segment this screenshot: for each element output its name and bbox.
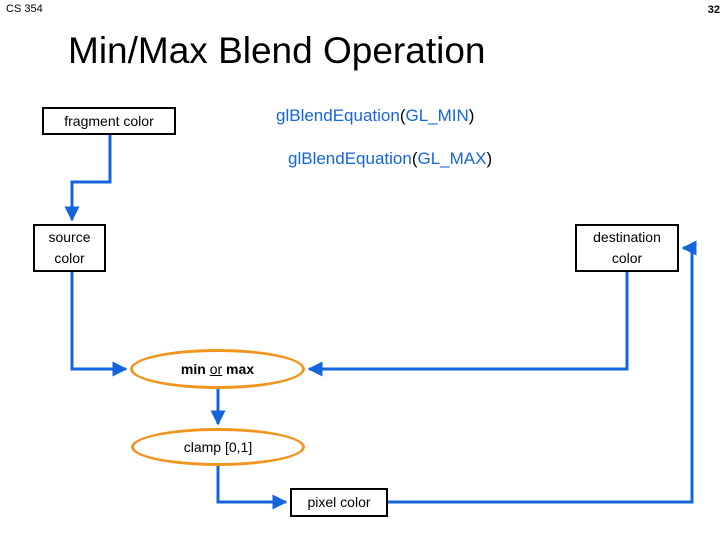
arrow-pixel-to-destination bbox=[388, 240, 697, 504]
code-line-min: glBlendEquation(GL_MIN) bbox=[276, 106, 474, 126]
op-max: max bbox=[226, 361, 255, 377]
code-line-max: glBlendEquation(GL_MAX) bbox=[288, 149, 492, 169]
course-label: CS 354 bbox=[6, 3, 43, 15]
code-open-paren: ( bbox=[399, 106, 406, 125]
pixel-color-box: pixel color bbox=[290, 488, 388, 517]
arrow-source-to-op bbox=[70, 272, 128, 377]
code-close-paren: ) bbox=[486, 149, 493, 168]
source-label-line1: source bbox=[48, 229, 91, 245]
clamp-node: clamp [0,1] bbox=[131, 428, 305, 466]
destination-label-line2: color bbox=[611, 250, 643, 266]
fragment-color-label: fragment color bbox=[64, 112, 154, 129]
op-or: or bbox=[209, 361, 223, 377]
code-open-paren: ( bbox=[411, 149, 418, 168]
op-min: min bbox=[180, 361, 206, 377]
fragment-color-box: fragment color bbox=[42, 107, 176, 135]
arrow-clamp-to-pixel bbox=[216, 466, 288, 510]
clamp-label: clamp [0,1] bbox=[183, 439, 253, 455]
source-label-line2: color bbox=[54, 250, 85, 266]
source-color-box: source color bbox=[33, 224, 106, 272]
code-func: glBlendEquation bbox=[276, 106, 400, 125]
slide-title: Min/Max Blend Operation bbox=[68, 30, 486, 71]
arrow-fragment-to-source bbox=[64, 135, 112, 222]
destination-color-box: destination color bbox=[575, 224, 679, 272]
code-func: glBlendEquation bbox=[288, 149, 412, 168]
arrow-destination-to-op bbox=[307, 272, 629, 377]
destination-label-line1: destination bbox=[593, 229, 661, 245]
code-arg: GL_MAX bbox=[417, 149, 487, 168]
code-arg: GL_MIN bbox=[405, 106, 469, 125]
page-number: 32 bbox=[707, 4, 720, 16]
code-close-paren: ) bbox=[468, 106, 475, 125]
min-or-max-node: min or max bbox=[130, 349, 305, 389]
pixel-color-label: pixel color bbox=[307, 494, 371, 510]
